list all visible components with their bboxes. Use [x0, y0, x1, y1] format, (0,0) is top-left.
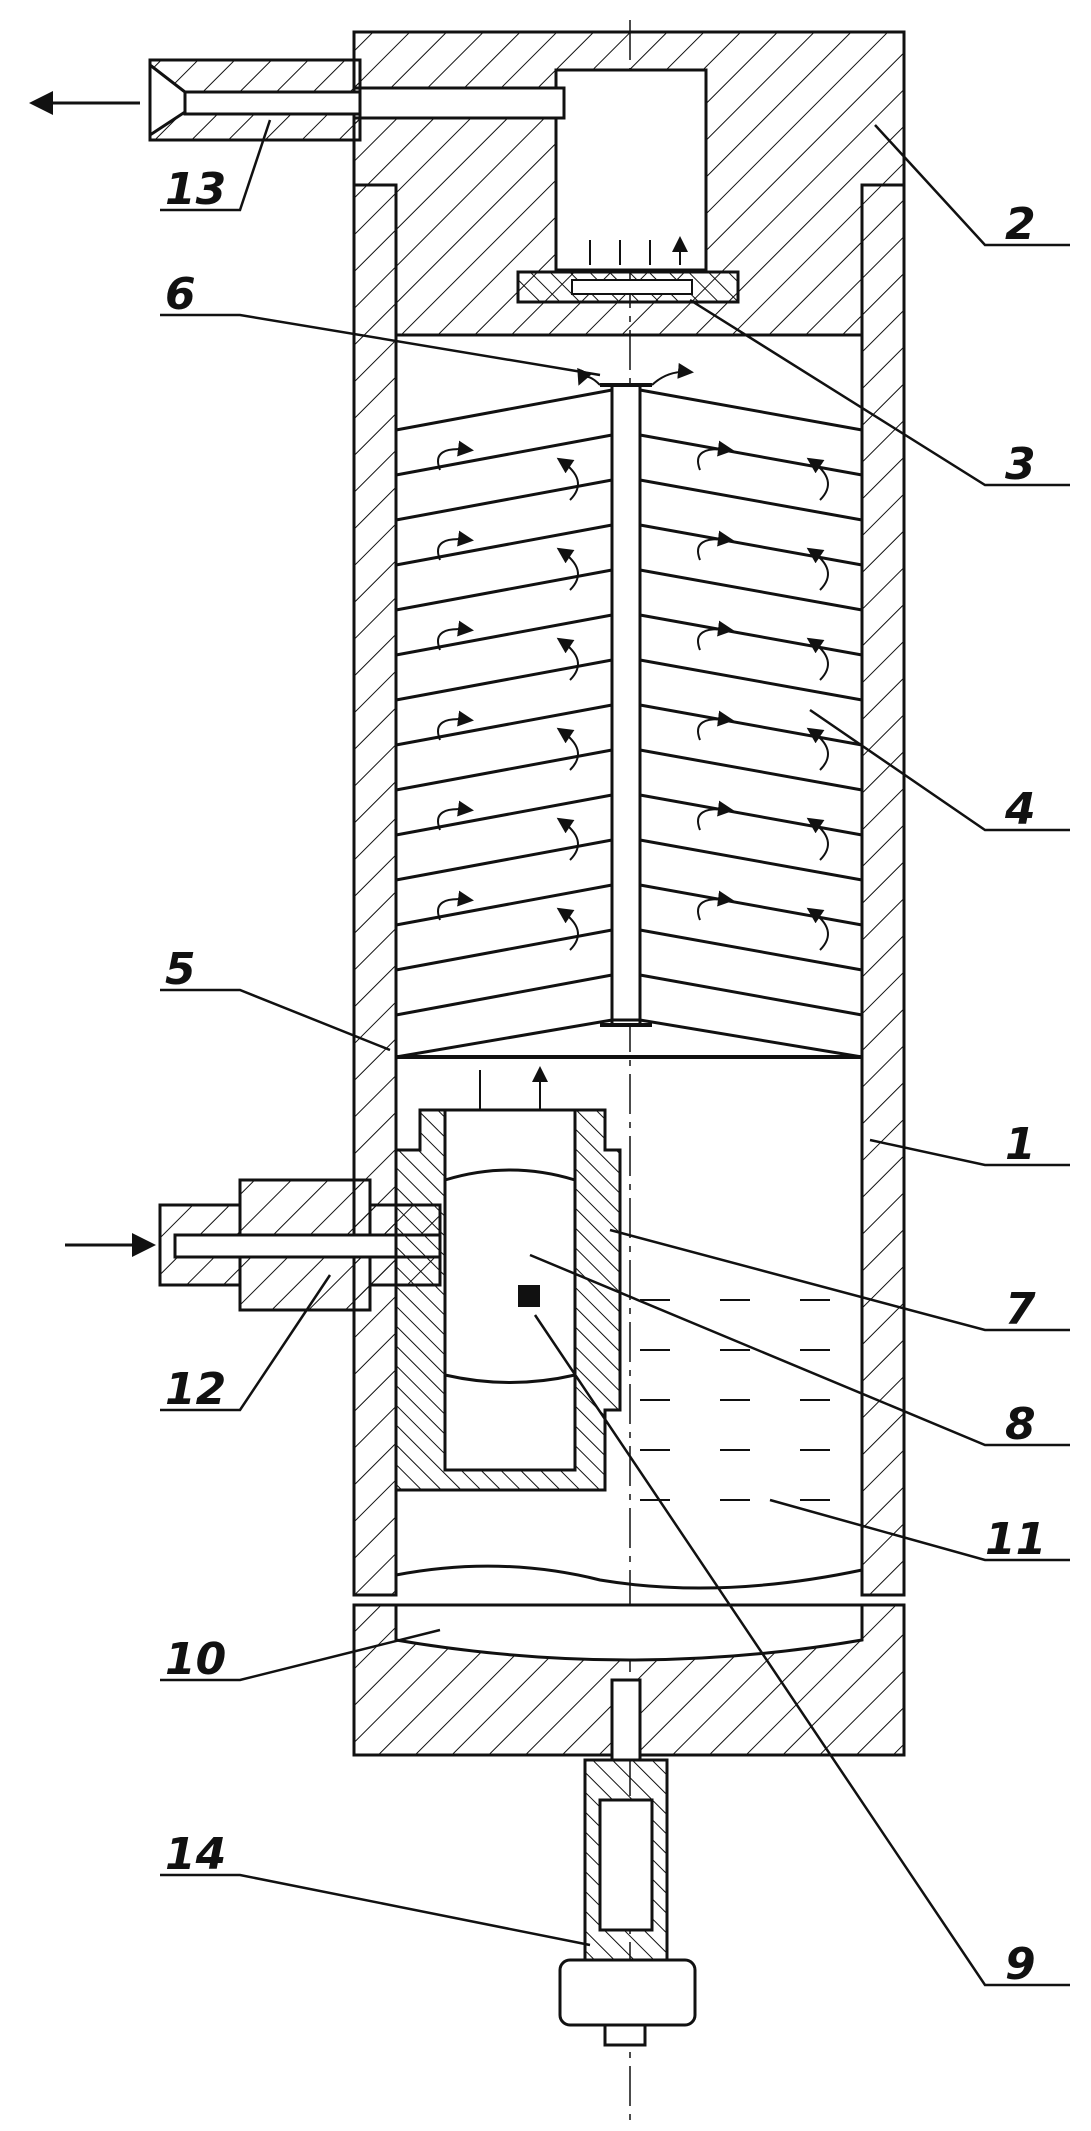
callout-1: 1: [1005, 1123, 1036, 1167]
callout-11: 11: [985, 1518, 1046, 1562]
housing-wall-right: [862, 185, 904, 1595]
callout-6: 6: [165, 273, 196, 317]
callout-14: 14: [165, 1833, 226, 1877]
callout-2: 2: [1005, 203, 1036, 247]
callout-3: 3: [1005, 443, 1036, 487]
bottom-cover: [354, 1605, 904, 1760]
swirl-insert-marker: [518, 1285, 540, 1307]
housing-wall-left: [354, 185, 396, 1595]
outlet-nozzle: [35, 60, 360, 140]
callout-4: 4: [1005, 788, 1036, 832]
callout-5: 5: [165, 948, 196, 992]
callout-12: 12: [165, 1368, 226, 1412]
callout-9: 9: [1005, 1943, 1036, 1987]
callout-13: 13: [165, 168, 226, 212]
break-line: [396, 1566, 862, 1588]
central-tube: [580, 372, 690, 1025]
callout-8: 8: [1005, 1403, 1036, 1447]
inner-cylinder: [445, 1070, 575, 1470]
callout-7: 7: [1005, 1288, 1036, 1332]
drain-valve: [560, 1760, 695, 2045]
liquid-level: [640, 1300, 830, 1500]
callout-10: 10: [165, 1638, 226, 1682]
